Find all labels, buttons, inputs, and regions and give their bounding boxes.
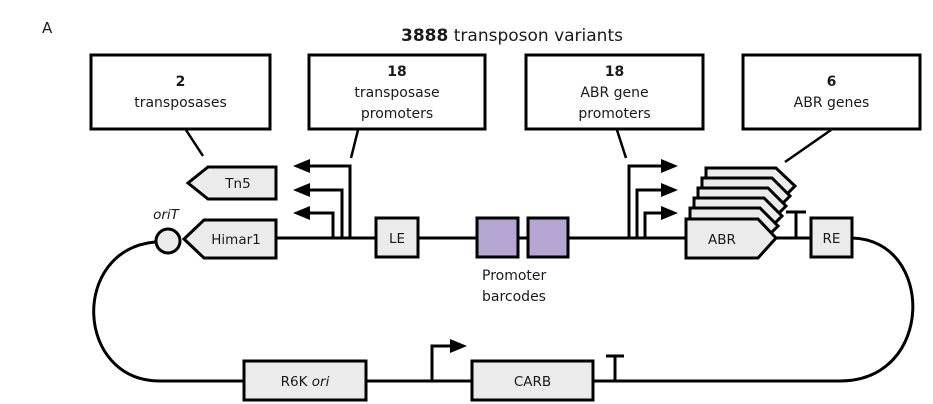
himar1-label: Himar1 [211,232,260,248]
callout-pointer [184,129,205,157]
callout-pointer [784,128,832,164]
diagram-title: 3888 transposon variants [401,26,623,46]
callout-abr-genes: 6 ABR genes [741,53,922,131]
abr-gene-front [684,217,779,260]
variant-count: 3888 [401,26,448,46]
carb-gene: CARB [470,359,595,402]
callout-number: 18 [605,64,624,80]
himar1-gene: Himar1 [181,218,278,260]
backbone-left-loop [92,240,244,383]
promoter-arrow [308,188,344,238]
callout-transposase-promoters: 18 transposase promoters [307,53,487,131]
r6k-ori: R6K ori [242,359,368,402]
barcodes-label: Promoter [482,268,547,284]
abr-gene-promoters [627,159,678,238]
terminator-icon [786,210,806,238]
r6k-label-prefix: R6K [281,374,312,390]
promoter-arrow [643,211,663,238]
re-element: RE [809,216,854,259]
callout-number: 2 [176,74,186,90]
barcode-block [526,216,570,259]
arrowhead-icon [293,159,310,173]
le-label: LE [389,231,405,247]
callout-label: ABR gene [580,85,648,101]
promoter-arrow [635,188,663,238]
tn5-label: Tn5 [224,176,250,192]
orit-label: oriT [153,207,181,223]
carb-label: CARB [514,374,551,390]
callout-label: promoters [361,106,433,122]
callout-label: transposase [354,85,439,101]
abr-label: ABR [708,232,736,248]
callout-number: 18 [387,64,406,80]
le-element: LE [374,216,420,259]
barcode-block [475,216,520,259]
arrowhead-icon [661,159,678,173]
callout-pointer [615,129,628,159]
arrowhead-icon [661,206,678,220]
callout-label: transposases [134,95,227,111]
transposase-promoters [293,159,352,238]
arrowhead-icon [450,339,467,353]
promoter-arrow [308,211,335,238]
promoter-arrow [308,164,352,238]
r6k-label: R6K ori [281,374,330,390]
abr-gene-stack: ABR [684,166,798,260]
terminator-icon [606,354,624,381]
orit-circle [154,227,182,255]
promoter-barcodes: Promoter barcodes [475,216,570,305]
backbone-right-loop [593,236,915,383]
r6k-label-ori: ori [312,374,330,390]
panel-letter: A [42,19,53,37]
arrowhead-icon [661,183,678,197]
re-label: RE [823,231,841,247]
callout-label: ABR genes [794,95,870,111]
arrowhead-icon [293,206,310,220]
carb-promoter [430,339,467,381]
title-text: transposon variants [448,26,623,46]
callout-pointer [349,129,360,159]
arrowhead-icon [293,183,310,197]
callout-transposases: 2 transposases [89,53,272,131]
callout-abr-gene-promoters: 18 ABR gene promoters [524,53,705,131]
promoter-arrow [627,164,663,238]
callout-number: 6 [827,74,837,90]
barcodes-label: barcodes [482,289,546,305]
tn5-gene: Tn5 [185,165,278,201]
callout-label: promoters [578,106,650,122]
